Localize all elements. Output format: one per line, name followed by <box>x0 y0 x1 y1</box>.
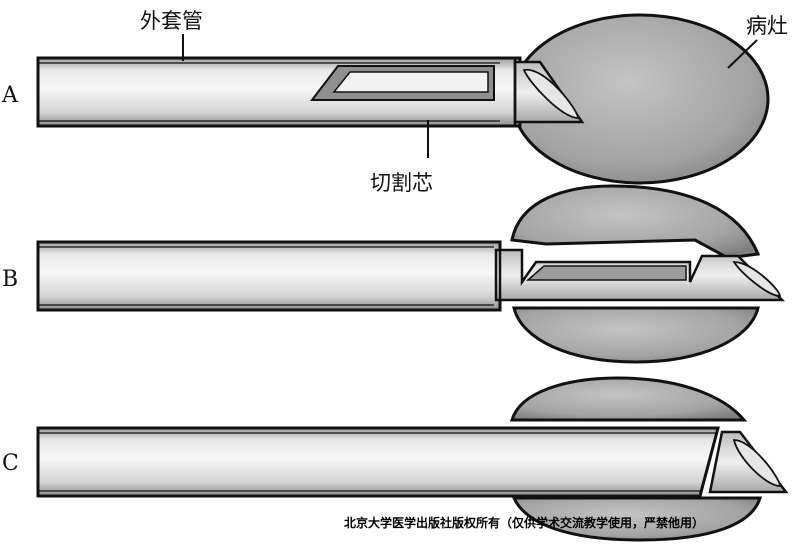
panel-c: C <box>2 376 789 542</box>
panel-a: A 外套管 切割芯 病灶 <box>1 9 788 195</box>
leader-lesion <box>727 39 758 69</box>
lesion-b-upper <box>510 184 761 260</box>
panel-label-c: C <box>2 451 19 476</box>
lesion-c-lower <box>511 496 763 542</box>
outer-sheath-b <box>36 240 502 312</box>
panel-label-b: B <box>2 267 18 292</box>
label-outer-sheath: 外套管 <box>140 9 203 33</box>
panel-label-a: A <box>1 83 19 108</box>
lesion-c-upper <box>510 376 748 422</box>
outer-sheath-c <box>36 426 720 498</box>
tissue-sample-b <box>526 265 687 281</box>
panel-b: B <box>2 184 786 364</box>
lesion-b-lower <box>512 306 760 364</box>
label-cutting-core: 切割芯 <box>370 171 433 195</box>
copyright-footer: 北京大学医学出版社版权所有（仅供学术交流教学使用，严禁他用） <box>344 516 705 530</box>
label-lesion: 病灶 <box>746 14 788 38</box>
